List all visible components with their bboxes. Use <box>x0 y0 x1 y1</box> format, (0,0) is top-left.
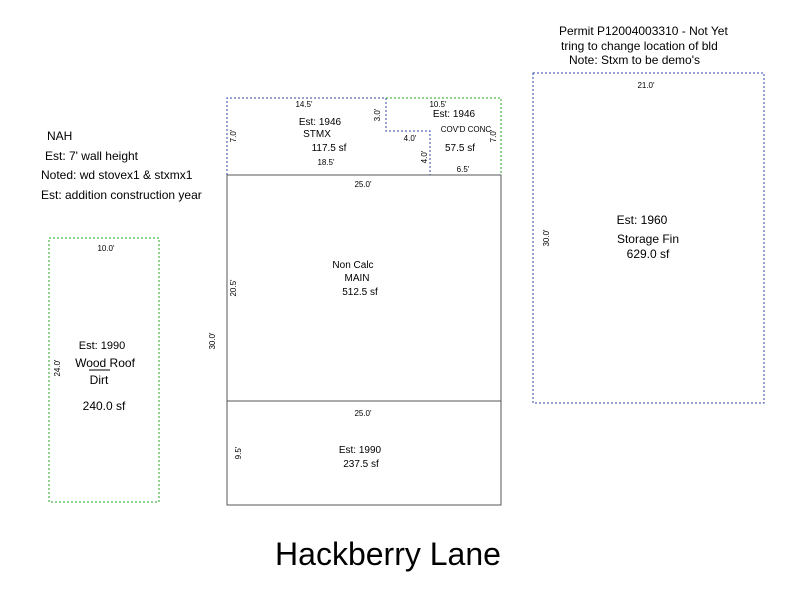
stmx-name: STMX <box>303 129 331 140</box>
main-overall-dim: 30.0' <box>208 332 217 350</box>
stmx-left-dim: 7.0' <box>229 129 238 142</box>
wood-roof-area: 240.0 sf <box>83 399 126 413</box>
storage-area: 629.0 sf <box>627 247 670 261</box>
wood-roof-name: Wood Roof <box>75 356 135 370</box>
addition-area: 237.5 sf <box>343 459 379 470</box>
main-name: MAIN <box>345 273 370 284</box>
stmx-top-dim: 14.5' <box>295 100 313 109</box>
wood-roof-est: Est: 1990 <box>79 340 125 352</box>
addition-top-dim: 25.0' <box>354 409 372 418</box>
main-top-dim: 25.0' <box>354 180 372 189</box>
note-wall-height: Est: 7' wall height <box>45 149 139 163</box>
stmx-step-v-dim: 3.0' <box>373 108 382 121</box>
covd-right-dim: 7.0' <box>489 129 498 142</box>
main-side-dim: 20.5' <box>229 279 238 297</box>
street-name: Hackberry Lane <box>275 536 501 572</box>
main-line1: Non Calc <box>332 260 373 271</box>
addition-outline <box>226 400 502 506</box>
storage-side-dim: 30.0' <box>542 229 551 247</box>
stmx-step-h-dim: 4.0' <box>404 134 417 143</box>
storage-name: Storage Fin <box>617 232 679 246</box>
covd-est: Est: 1946 <box>433 109 476 120</box>
permit-line3: Note: Stxm to be demo's <box>569 53 700 67</box>
storage-est: Est: 1960 <box>617 213 668 227</box>
covd-inner-dim: 4.0' <box>420 150 429 163</box>
permit-line2: tring to change location of bld <box>561 39 718 53</box>
storage-top-dim: 21.0' <box>637 81 655 90</box>
note-nah: NAH <box>47 129 72 143</box>
covd-area: 57.5 sf <box>445 143 475 154</box>
wood-roof-side-dim: 24.0' <box>53 359 62 377</box>
stmx-bottom-dim: 18.5' <box>317 158 335 167</box>
storage-outline <box>532 72 765 404</box>
covd-bottom-dim: 6.5' <box>457 165 470 174</box>
covd-top-dim: 10.5' <box>429 100 447 109</box>
main-area: 512.5 sf <box>342 287 378 298</box>
stmx-est: Est: 1946 <box>299 117 342 128</box>
addition-est: Est: 1990 <box>339 445 382 456</box>
permit-line1: Permit P12004003310 - Not Yet <box>559 24 728 38</box>
addition-side-dim: 9.5' <box>234 446 243 459</box>
covd-name: COV'D CONC <box>441 125 492 134</box>
note-addition-year: Est: addition construction year <box>41 188 202 202</box>
stmx-area: 117.5 sf <box>312 143 347 154</box>
wood-roof-sub: Dirt <box>90 373 109 387</box>
stmx-outline <box>226 97 431 175</box>
wood-roof-outline <box>48 237 160 503</box>
wood-roof-top-dim: 10.0' <box>97 244 115 253</box>
note-noted: Noted: wd stovex1 & stxmx1 <box>41 168 193 182</box>
